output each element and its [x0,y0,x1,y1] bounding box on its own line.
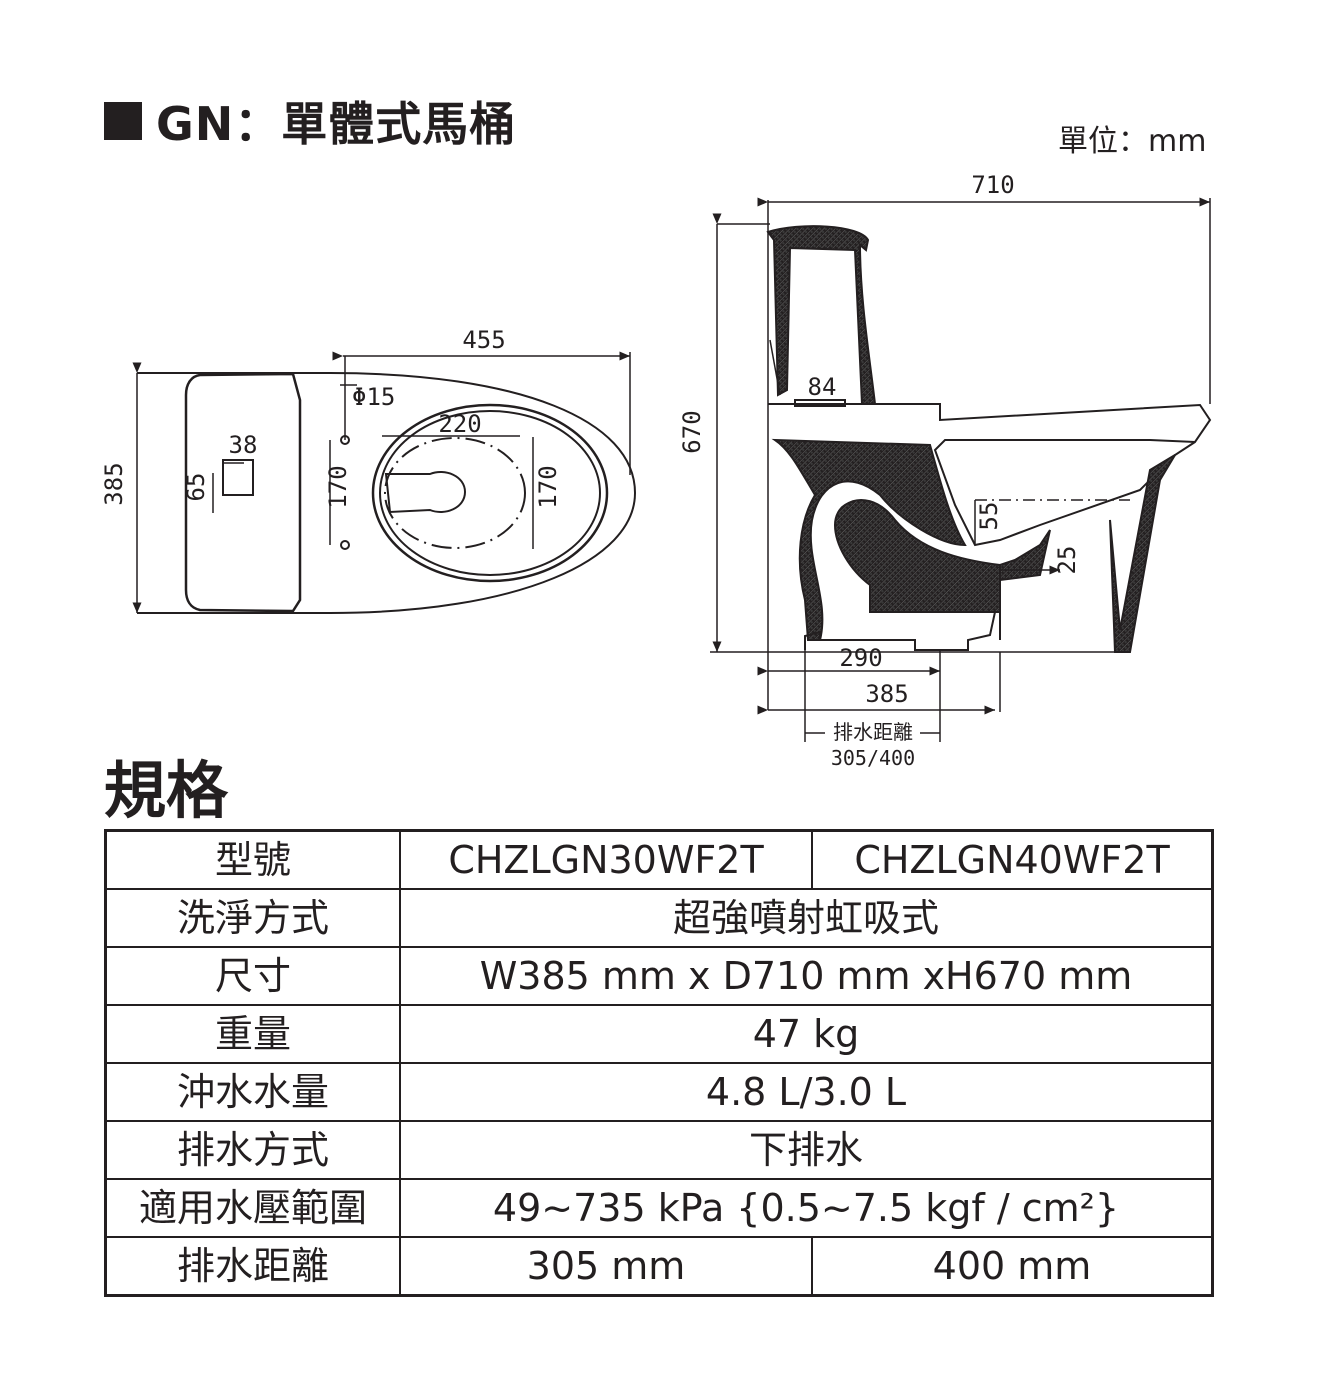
table-row: 洗淨方式 超強噴射虹吸式 [104,888,1214,948]
row-label: 適用水壓範圍 [104,1178,401,1238]
toilet-outline-top [137,372,637,614]
dim-38: 38 [229,431,258,459]
trap-core [833,499,1001,613]
table-row: 沖水水量 4.8 L/3.0 L [104,1062,1214,1122]
row-value: 47 kg [399,1004,1214,1064]
outlet-section [999,529,1051,582]
row-value: W385 mm x D710 mm xH670 mm [399,946,1214,1006]
dim-84: 84 [808,373,837,401]
skirt-section [1109,454,1176,653]
model-2: CHZLGN40WF2T [811,829,1214,890]
dim-710: 710 [971,171,1014,199]
row-value: 49~735 kPa {0.5~7.5 kgf / cm²} [399,1178,1214,1238]
dim-290: 290 [839,644,882,672]
drain-outline [384,471,467,514]
outlet-84 [794,399,846,407]
top-view: 385 455 Φ15 38 65 170 220 170 [100,326,637,614]
table-row: 型號 CHZLGN30WF2T CHZLGN40WF2T [104,829,1214,890]
row-value: 下排水 [399,1120,1214,1180]
table-row: 尺寸 W385 mm x D710 mm xH670 mm [104,946,1214,1006]
dim-25: 25 [1053,546,1081,575]
dim-170-left: 170 [324,465,352,508]
row-label: 洗淨方式 [104,888,401,948]
row-label: 重量 [104,1004,401,1064]
spec-title: 規格 [104,754,229,827]
bowl-inner [384,437,526,549]
table-row: 重量 47 kg [104,1004,1214,1064]
row-label: 沖水水量 [104,1062,401,1122]
rough-in-305: 305 mm [399,1236,813,1297]
page-title: GN：單體式馬桶 [104,88,516,154]
unit-label: 單位：mm [1058,124,1207,159]
dim-170-right: 170 [534,465,562,508]
mount-hole [340,540,350,550]
dim-phi15: Φ15 [352,383,395,411]
model-1: CHZLGN30WF2T [399,829,813,890]
bowl-rim-section [768,403,1212,547]
row-value: 4.8 L/3.0 L [399,1062,1214,1122]
dim-55: 55 [975,502,1003,531]
flush-button [222,459,254,496]
row-label: 排水距離 [104,1236,401,1297]
base-section [804,611,1001,651]
tank-lid [184,372,302,613]
rough-in-label: 排水距離 [833,720,913,744]
table-row: 排水方式 下排水 [104,1120,1214,1180]
rough-in-400: 400 mm [811,1236,1214,1297]
bowl-rim [371,403,609,583]
dim-65: 65 [182,473,210,502]
row-value: 超強噴射虹吸式 [399,888,1214,948]
rough-in-value: 305/400 [831,746,915,770]
trapway-section [771,438,967,641]
title-text: GN：單體式馬桶 [156,97,517,151]
dimension-drawing: 385 455 Φ15 38 65 170 220 170 710 [100,171,1212,770]
dim-385-top: 385 [100,462,128,505]
row-label: 排水方式 [104,1120,401,1180]
row-label: 尺寸 [104,946,401,1006]
dim-455: 455 [462,326,505,354]
dim-670: 670 [678,410,706,453]
table-row: 適用水壓範圍 49~735 kPa {0.5~7.5 kgf / cm²} [104,1178,1214,1238]
row-label: 型號 [104,829,401,890]
side-view: 710 670 84 55 25 290 385 排水距離 305/400 [678,171,1212,770]
table-row: 排水距離 305 mm 400 mm [104,1236,1214,1297]
dim-220: 220 [438,410,481,438]
spec-table: 型號 CHZLGN30WF2T CHZLGN40WF2T 洗淨方式 超強噴射虹吸… [104,829,1214,1297]
square-bullet-icon [104,102,142,140]
dim-385-side: 385 [865,680,908,708]
